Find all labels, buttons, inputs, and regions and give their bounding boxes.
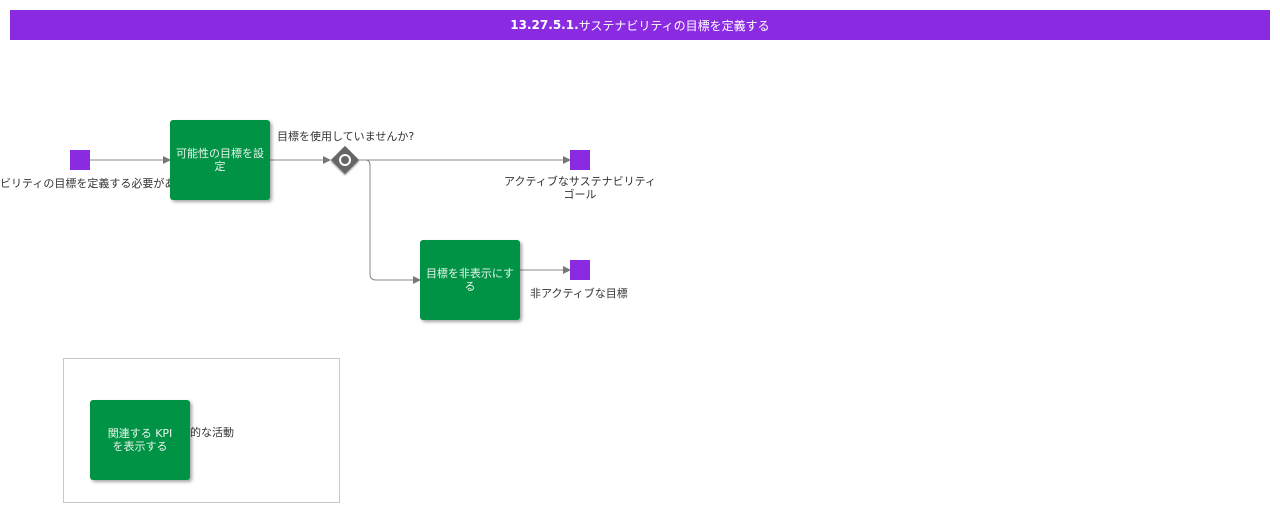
diagram-title-number: 13.27.5.1. bbox=[510, 18, 579, 32]
edge-gateway-to-hide-goal bbox=[365, 159, 421, 284]
loop-icon bbox=[339, 154, 351, 166]
end-event-inactive-goal-label: 非アクティブな目標 bbox=[530, 287, 628, 300]
task-show-kpi-label: 関連する KPI を表示する bbox=[108, 427, 173, 453]
diagram-title-text: サステナビリティの目標を定義する bbox=[578, 18, 770, 33]
end-event-active-goal-label-line1: アクティブなサステナビリティ bbox=[504, 175, 656, 188]
end-event-inactive-goal[interactable] bbox=[570, 260, 590, 280]
task-set-goal-label: 可能性の目標を設定 bbox=[176, 147, 264, 173]
task-show-kpi-label-line1: 関連する KPI bbox=[107, 427, 173, 440]
end-event-active-goal-label: アクティブなサステナビリティ ゴール bbox=[504, 175, 656, 201]
task-show-kpi-label-line2: を表示する bbox=[112, 440, 168, 453]
task-hide-goal-label: 目標を非表示にする bbox=[425, 267, 515, 293]
task-set-goal[interactable]: 可能性の目標を設定 bbox=[170, 120, 270, 200]
task-show-kpi[interactable]: 関連する KPI を表示する bbox=[90, 400, 190, 480]
gateway-question-label: 目標を使用していませんか? bbox=[277, 130, 415, 143]
start-event-label: ビリティの目標を定義する必要があ bbox=[0, 177, 176, 190]
end-event-active-goal[interactable] bbox=[570, 150, 590, 170]
task-hide-goal[interactable]: 目標を非表示にする bbox=[420, 240, 520, 320]
end-event-active-goal-label-line2: ゴール bbox=[563, 188, 597, 201]
diagram-title: 13.27.5.1.サステナビリティの目標を定義する bbox=[10, 10, 1270, 40]
legend-activity-label: 的な活動 bbox=[190, 426, 234, 439]
start-event[interactable] bbox=[70, 150, 90, 170]
